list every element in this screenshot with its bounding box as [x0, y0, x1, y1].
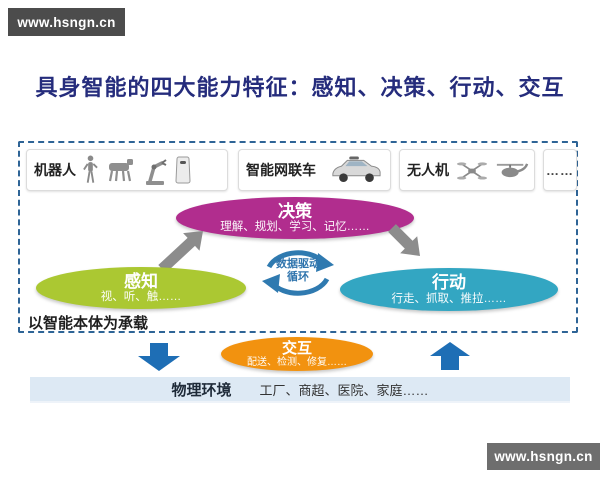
cycle-line2: 循环: [287, 271, 309, 283]
humanoid-robot-icon: [83, 154, 98, 187]
carrier-box-robots: 机器人: [26, 149, 228, 191]
node-decision: 决策 理解、规划、学习、记忆……: [176, 197, 414, 239]
quadruped-robot-icon: [105, 157, 135, 183]
interaction-label: 交互: [281, 339, 312, 357]
robot-arm-icon: [142, 155, 168, 185]
carrier-note: 以智能本体为承载: [28, 315, 149, 332]
action-label: 行动: [432, 273, 466, 293]
arrow-perception-to-decision: [158, 231, 203, 273]
environment-items: 工厂、商超、医院、家庭……: [259, 382, 429, 398]
drones-label: 无人机: [407, 162, 449, 178]
data-driven-cycle: 数据驱动 循环: [254, 241, 342, 301]
page-title: 具身智能的四大能力特征：感知、决策、行动、交互: [35, 75, 565, 100]
node-perception: 感知 视、听、触……: [36, 267, 246, 309]
watermark-top-left: www.hsngn.cn: [8, 8, 125, 36]
carrier-box-drones: 无人机: [399, 149, 535, 191]
watermark-bottom-right: www.hsngn.cn: [487, 443, 600, 470]
interaction-sublabel: 配送、检测、修复……: [247, 356, 347, 368]
perception-label: 感知: [124, 271, 158, 291]
vehicle-label: 智能网联车: [246, 162, 316, 178]
node-action: 行动 行走、抓取、推拉……: [340, 268, 558, 311]
decision-label: 决策: [278, 201, 312, 221]
perception-sublabel: 视、听、触……: [100, 291, 182, 304]
carrier-box-vehicle: 智能网联车: [238, 149, 391, 191]
helicopter-drone-icon: [495, 159, 529, 182]
service-robot-icon: [175, 155, 191, 185]
cycle-line1: 数据驱动: [276, 257, 320, 270]
environment-bar: 物理环境 工厂、商超、医院、家庭……: [30, 377, 570, 403]
decision-sublabel: 理解、规划、学习、记忆……: [220, 221, 370, 234]
arrow-down-to-environment: [138, 343, 180, 371]
cycle-arrows-icon: [262, 250, 334, 296]
arrow-decision-to-action: [388, 224, 420, 256]
quadcopter-drone-icon: [456, 160, 488, 181]
cycle-text: 数据驱动 循环: [254, 241, 342, 301]
intelligent-body-frame: [18, 141, 578, 333]
node-interaction: 交互 配送、检测、修复……: [221, 337, 373, 371]
environment-label: 物理环境: [171, 381, 232, 399]
carrier-box-more: ……: [543, 149, 577, 191]
arrow-up-from-environment: [430, 342, 470, 370]
action-sublabel: 行走、抓取、推拉……: [391, 292, 507, 305]
more-label: ……: [546, 162, 574, 178]
autonomous-car-icon: [329, 156, 383, 184]
robots-label: 机器人: [34, 162, 76, 178]
